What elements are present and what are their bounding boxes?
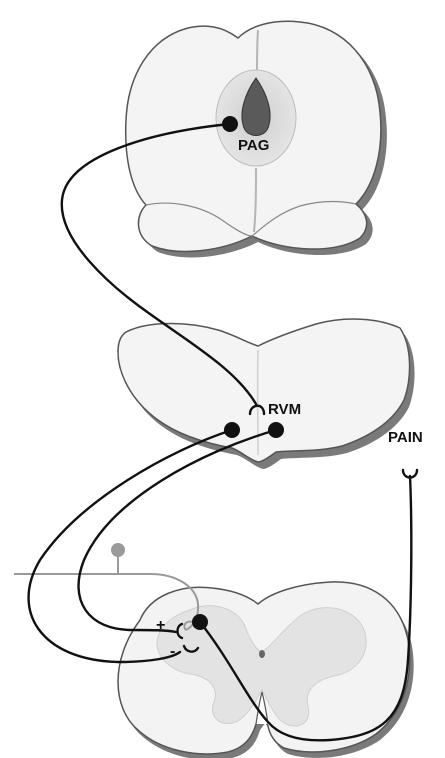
plus-label: + bbox=[156, 617, 165, 634]
rvm-neuron-right bbox=[268, 422, 284, 438]
pain-terminal-cup bbox=[403, 470, 417, 478]
dorsal-horn-neuron bbox=[192, 614, 208, 630]
afferent-cell-body bbox=[111, 543, 125, 557]
minus-label: - bbox=[170, 643, 175, 660]
rvm-label: RVM bbox=[268, 401, 301, 418]
central-canal bbox=[259, 650, 265, 658]
pag-neuron bbox=[222, 116, 238, 132]
pag-label: PAG bbox=[238, 137, 269, 154]
medulla-section bbox=[118, 319, 415, 469]
rvm-neuron-left bbox=[224, 422, 240, 438]
pain-label: PAIN bbox=[388, 429, 423, 446]
